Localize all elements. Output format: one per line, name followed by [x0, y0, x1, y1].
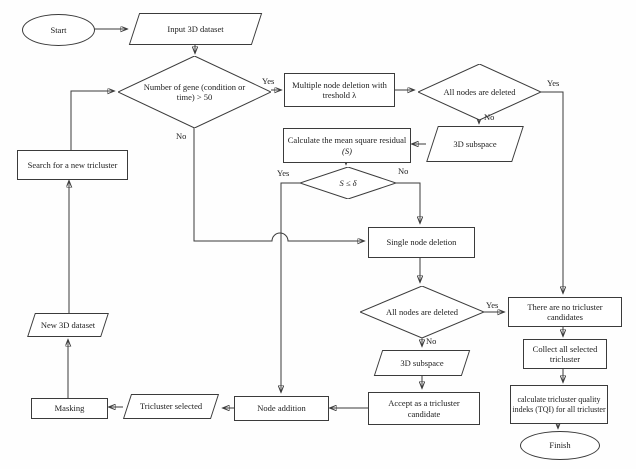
- input-3d-dataset-label: Input 3D dataset: [167, 23, 224, 34]
- decision-number-of-gene: Number of gene (condition or time) > 50: [118, 56, 271, 128]
- edge-gene-no-to-single-deletion: [193, 128, 364, 241]
- node-masking: Masking: [31, 398, 108, 419]
- diamond-shape: [360, 286, 484, 338]
- node-calculate-msr: Calculate the mean square residual (S): [283, 128, 411, 163]
- edge-msr-no-to-single-deletion: [396, 182, 420, 223]
- node-3d-subspace-2: 3D subspace: [372, 350, 472, 376]
- node-multiple-node-deletion: Multiple node deletion with treshold λ: [284, 73, 395, 107]
- multiple-node-deletion-label: Multiple node deletion with treshold λ: [292, 79, 387, 100]
- node-3d-subspace-1: 3D subspace: [426, 126, 524, 162]
- decision-all-nodes-deleted-2: All nodes are deleted: [360, 286, 484, 338]
- node-addition-label: Node addition: [257, 403, 306, 414]
- edge-label-all2-yes: Yes: [486, 300, 499, 310]
- calc-tqi-label: calculate tricluster quality indeks (TQI…: [512, 395, 606, 414]
- decision-all-nodes-deleted-1: All nodes are deleted: [418, 64, 541, 120]
- masking-label: Masking: [54, 403, 85, 414]
- node-start: Start: [22, 14, 95, 46]
- start-label: Start: [50, 24, 67, 35]
- msr-threshold-label: S ≤ δ: [339, 177, 357, 188]
- collect-selected-label: Collect all selected tricluster: [532, 343, 598, 364]
- number-of-gene-label: Number of gene (condition or time) > 50: [143, 81, 246, 102]
- edge-label-gene-yes: Yes: [262, 76, 275, 86]
- edge-label-all2-no: No: [426, 336, 437, 346]
- edge-label-msr-yes: Yes: [277, 168, 290, 178]
- node-search-new-tricluster: Search for a new tricluster: [17, 150, 128, 180]
- node-no-tricluster-candidates: There are no tricluster candidates: [508, 297, 622, 327]
- node-tricluster-selected: Tricluster selected: [121, 394, 221, 419]
- edge-label-all1-yes: Yes: [547, 78, 560, 88]
- diamond-shape: [118, 56, 271, 128]
- 3d-subspace-2-label: 3D subspace: [400, 357, 444, 368]
- edge-label-gene-no: No: [176, 131, 187, 141]
- single-node-deletion-label: Single node deletion: [386, 237, 457, 248]
- node-input-3d-dataset: Input 3D dataset: [128, 13, 263, 45]
- search-new-tricluster-label: Search for a new tricluster: [27, 159, 118, 170]
- 3d-subspace-1-label: 3D subspace: [453, 138, 497, 149]
- all-nodes-deleted-2-label: All nodes are deleted: [386, 306, 458, 317]
- new-3d-dataset-label: New 3D dataset: [40, 319, 96, 330]
- node-node-addition: Node addition: [234, 396, 329, 421]
- edge-label-all1-no: No: [484, 112, 495, 122]
- no-tricluster-candidates-label: There are no tricluster candidates: [527, 301, 603, 322]
- edge-label-msr-no: No: [398, 166, 409, 176]
- tricluster-selected-label: Tricluster selected: [139, 401, 203, 412]
- edge-search-to-gene-decision: [70, 91, 114, 150]
- node-new-3d-dataset: New 3D dataset: [25, 313, 111, 337]
- node-single-node-deletion: Single node deletion: [368, 227, 475, 258]
- edge-all-deleted-1-yes-to-no-candidates: [541, 91, 563, 293]
- decision-msr-threshold: S ≤ δ: [300, 167, 396, 199]
- diamond-shape: [418, 64, 541, 120]
- all-nodes-deleted-1-label: All nodes are deleted: [443, 86, 516, 97]
- calculate-msr-label: Calculate the mean square residual (S): [287, 135, 407, 156]
- node-calc-tqi: calculate tricluster quality indeks (TQI…: [510, 385, 608, 424]
- diamond-shape: [300, 167, 396, 199]
- finish-label: Finish: [549, 440, 571, 451]
- edge-msr-yes-to-node-addition: [281, 182, 300, 392]
- node-accept-candidate: Accept as a tricluster candidate: [368, 392, 480, 425]
- node-finish: Finish: [520, 431, 600, 460]
- accept-candidate-label: Accept as a tricluster candidate: [388, 398, 460, 419]
- node-collect-selected: Collect all selected tricluster: [523, 339, 607, 369]
